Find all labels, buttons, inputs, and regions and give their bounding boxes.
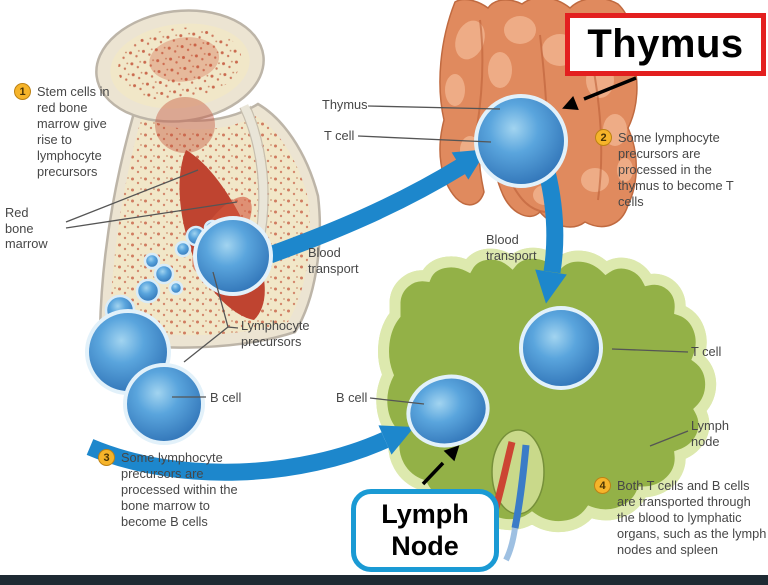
t-cell-in-node xyxy=(519,306,603,390)
step-3: 3 Some lymphocyte precursors are process… xyxy=(98,449,249,530)
b-cell-node-label: B cell xyxy=(336,390,368,405)
lymph-node-callout-text: Lymph Node xyxy=(381,499,469,561)
pointer-lines xyxy=(65,105,689,447)
step-1-text: Stem cells in red bone marrow give rise … xyxy=(37,84,110,179)
blood-transport-arrows xyxy=(86,149,567,481)
step-3-badge: 3 xyxy=(98,449,115,466)
b-cell-left-label: B cell xyxy=(210,390,242,405)
step-2-text: Some lymphocyte precursors are processed… xyxy=(618,130,734,209)
bottom-bar xyxy=(0,575,768,585)
thymus-callout-text: Thymus xyxy=(587,22,744,66)
callout-arrows xyxy=(421,76,637,486)
step-4: 4 Both T cells and B cells are transport… xyxy=(594,477,768,558)
lymph-node-label: Lymph node xyxy=(691,418,729,449)
red-bone-marrow-label: Red bone marrow xyxy=(5,205,48,252)
step-2-badge: 2 xyxy=(595,129,612,146)
step-1-badge: 1 xyxy=(14,83,31,100)
t-cell-on-thymus xyxy=(474,94,568,188)
thymus-callout-box: Thymus xyxy=(565,13,766,76)
lymphocyte-cells xyxy=(85,94,603,448)
lymphocyte-precursors-label: Lymphocyte precursors xyxy=(241,318,310,349)
lymphocyte-precursor-cell xyxy=(193,216,273,296)
t-cell-node-label: T cell xyxy=(691,344,722,359)
step-3-text: Some lymphocyte precursors are processed… xyxy=(121,450,238,529)
step-4-text: Both T cells and B cells are transported… xyxy=(617,478,767,557)
lymph-node-callout-box: Lymph Node xyxy=(351,489,499,572)
step-4-badge: 4 xyxy=(594,477,611,494)
blood-transport-left-label: Blood transport xyxy=(308,245,359,276)
thymus-label: Thymus xyxy=(322,97,368,112)
b-cell-in-node xyxy=(406,374,490,448)
t-cell-thymus-label: T cell xyxy=(324,128,355,143)
b-cell xyxy=(123,363,205,445)
step-1: 1 Stem cells in red bone marrow give ris… xyxy=(14,83,129,180)
step-2: 2 Some lymphocyte precursors are process… xyxy=(595,129,750,210)
blood-transport-mid-label: Blood transport xyxy=(486,232,537,263)
